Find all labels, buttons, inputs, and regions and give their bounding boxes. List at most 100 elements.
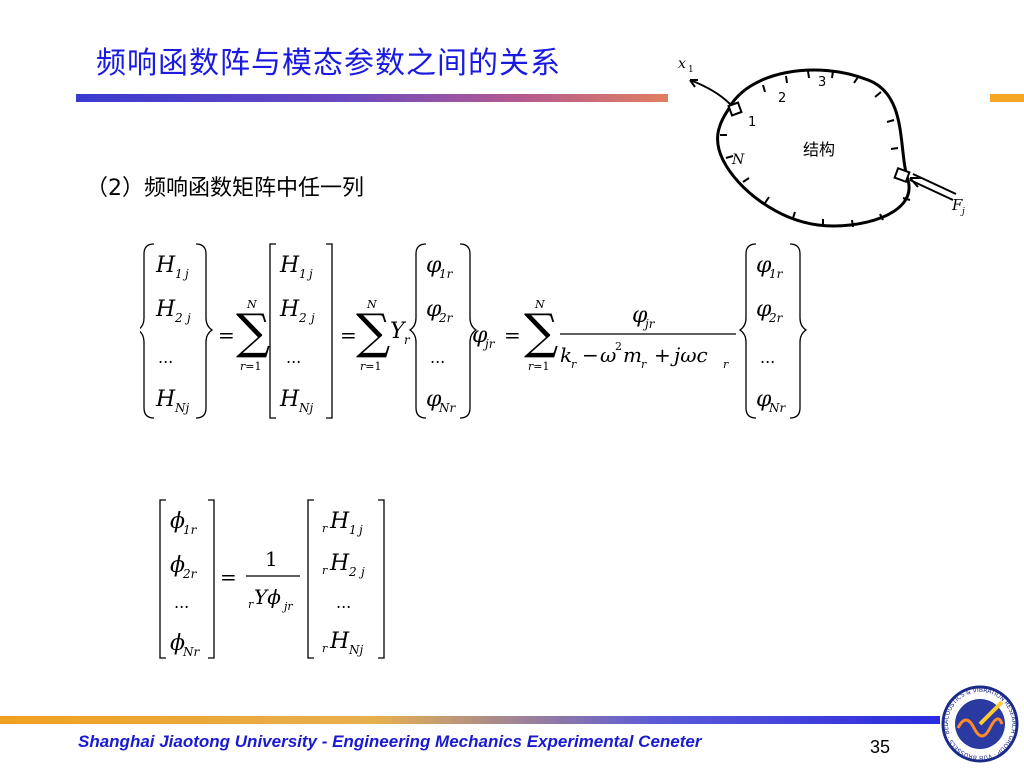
svg-text:=: = [218,323,235,347]
svg-text:...: ... [336,593,351,612]
svg-text:r: r [322,522,328,535]
svg-text:φ: φ [632,303,648,328]
title-underline [76,94,668,102]
svg-text:2r: 2r [438,311,454,325]
svg-text:φ: φ [426,387,442,412]
svg-text:r=1: r=1 [528,360,549,373]
svg-text:H: H [329,509,350,534]
svg-text:=: = [220,565,237,589]
title-accent-bar [990,94,1024,102]
svg-text:...: ... [760,348,775,367]
svg-text:k: k [560,343,572,367]
svg-text:r: r [322,564,328,577]
label-F: F [951,196,963,214]
svg-text:j: j [182,267,189,281]
svg-text:r: r [571,358,577,371]
svg-text:Nr: Nr [768,401,787,415]
svg-text:...: ... [286,348,301,367]
svg-text:φ: φ [756,387,772,412]
svg-text:m: m [623,343,642,367]
svg-text:+: + [654,343,671,367]
svg-text:1r: 1r [439,267,454,281]
svg-text:Nj: Nj [298,401,314,415]
svg-text:j: j [306,267,313,281]
point-3: 3 [818,75,826,90]
svg-text:1: 1 [299,267,307,281]
svg-text:Nr: Nr [182,645,201,659]
svg-text:ϕ: ϕ [170,553,185,578]
svg-text:r: r [723,358,729,371]
label-N: N [731,152,745,168]
svg-text:φ: φ [756,297,772,322]
svg-text:j: j [356,523,363,537]
svg-text:Nr: Nr [438,401,457,415]
svg-text:r=1: r=1 [360,360,381,373]
svg-text:r: r [404,333,411,347]
point-2: 2 [778,91,786,106]
svg-text:r: r [641,358,647,371]
footer-bar [0,716,940,724]
svg-text:N: N [366,298,377,311]
label-x-sub: 1 [688,65,694,75]
svg-text:ϕ: ϕ [170,631,185,656]
svg-text:φ: φ [426,253,442,278]
svg-text:j: j [308,311,315,325]
svg-text:r: r [248,598,254,611]
svg-text:H: H [155,297,176,322]
svg-text:H: H [279,297,300,322]
svg-text:Nj: Nj [348,643,364,657]
svg-text:=: = [340,323,357,347]
svg-text:H: H [329,629,350,654]
page-number: 35 [870,737,891,757]
svg-text:φ: φ [472,323,488,348]
svg-text:2: 2 [348,565,357,579]
svg-text:2: 2 [174,311,183,325]
svg-text:...: ... [430,348,445,367]
svg-text:ϕ: ϕ [170,509,185,534]
svg-text:H: H [279,387,300,412]
svg-text:2: 2 [298,311,307,325]
footer-text: Shanghai Jiaotong University - Engineeri… [78,732,702,751]
svg-text:Yϕ: Yϕ [254,585,281,609]
svg-text:2r: 2r [182,567,198,581]
svg-text:φ: φ [426,297,442,322]
svg-text:−: − [582,343,599,367]
slide-title: 频响函数阵与模态参数之间的关系 [96,46,561,81]
label-x: x [678,56,686,72]
svg-text:H: H [279,253,300,278]
structure-diagram: x 1 F j N 1 2 3 结构 [678,56,965,228]
svg-text:...: ... [174,593,189,612]
svg-text:1: 1 [265,547,278,571]
svg-text:N: N [534,298,545,311]
svg-text:=: = [504,323,521,347]
svg-text:H: H [329,551,350,576]
svg-text:jωc: jωc [670,343,708,367]
svg-text:ω: ω [600,343,616,367]
svg-text:jr: jr [482,337,496,351]
svg-text:j: j [184,311,191,325]
svg-text:∑: ∑ [356,304,390,360]
svg-text:...: ... [158,348,173,367]
svg-text:1r: 1r [769,267,784,281]
svg-text:φ: φ [756,253,772,278]
svg-text:H: H [155,253,176,278]
subtitle: （2）频响函数矩阵中任一列 [86,176,364,201]
svg-text:∑: ∑ [236,304,270,360]
svg-text:∑: ∑ [524,304,558,360]
svg-text:r=1: r=1 [240,360,261,373]
svg-text:N: N [246,298,257,311]
vub-avrg-logo: ACOUSTICS & VIBRATION RESEARCH GROUP · V… [940,684,1019,763]
svg-text:j: j [358,565,365,579]
label-F-sub: j [960,207,965,217]
svg-text:2r: 2r [768,311,784,325]
svg-text:r: r [322,642,328,655]
svg-text:Nj: Nj [174,401,190,415]
svg-text:jr: jr [281,600,293,613]
label-structure: 结构 [803,140,835,159]
svg-text:1r: 1r [183,523,198,537]
svg-text:Y: Y [390,319,407,344]
svg-text:1: 1 [175,267,183,281]
svg-text:1: 1 [349,523,357,537]
